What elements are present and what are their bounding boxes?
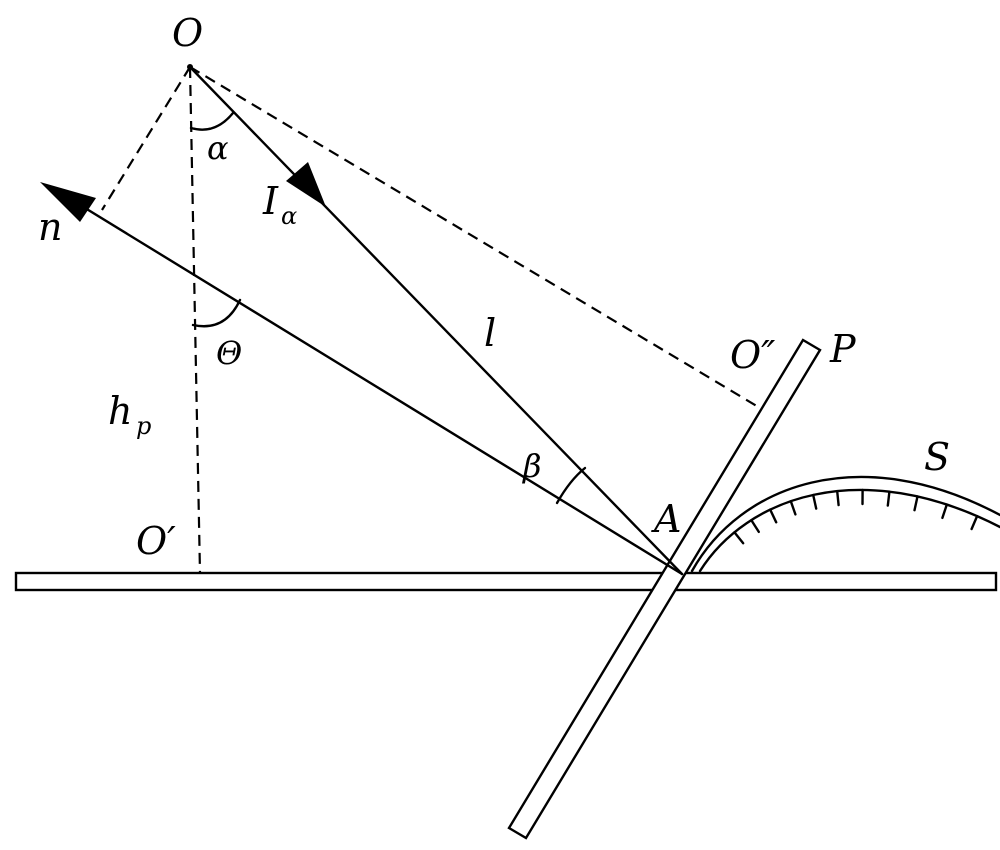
height-dashed-line — [188, 66, 202, 574]
normal-arrowhead — [40, 182, 96, 222]
inclined-plate — [507, 338, 822, 840]
protractor-tick — [750, 518, 760, 534]
distance-label: l — [484, 311, 496, 355]
protractor-tick — [886, 490, 891, 507]
incidence-point-label: A — [651, 497, 681, 541]
protractor-tick — [836, 490, 840, 507]
incident-ray-arrowhead — [286, 162, 326, 207]
protractor-tick — [812, 493, 818, 510]
incident-ray — [188, 65, 684, 576]
angle-theta-label: Θ — [216, 334, 242, 372]
protractor-tick — [769, 508, 778, 524]
plate-projection-dashed-line — [189, 66, 761, 409]
protractor-tick — [970, 514, 979, 531]
protractor-tick — [789, 500, 797, 516]
protractor-outer-arc — [690, 475, 1000, 573]
angle-beta-label: β — [522, 447, 542, 485]
protractor-inner-arc — [698, 488, 1000, 573]
scale-label: S — [924, 435, 950, 479]
protractor-ticks — [733, 488, 979, 545]
height-subscript: p — [136, 412, 151, 440]
plate-label: P — [829, 327, 857, 371]
angle-alpha-arc — [189, 111, 235, 131]
height-label: h — [108, 389, 132, 433]
protractor-tick — [941, 503, 948, 520]
intensity-label: I — [262, 179, 279, 223]
intensity-subscript: α — [281, 202, 297, 230]
protractor-tick — [733, 531, 745, 545]
normal-line — [70, 198, 684, 576]
source-point-label: O — [172, 11, 203, 55]
angle-theta-arc — [191, 298, 242, 328]
angle-alpha-label: α — [207, 129, 229, 167]
ground-plane — [14, 571, 998, 592]
normal-label: n — [38, 205, 62, 249]
foot-point-label: O′ — [136, 519, 176, 563]
plate-foot-label: O″ — [730, 333, 775, 377]
angle-beta-arc — [555, 466, 587, 505]
source-point-dot — [187, 64, 193, 70]
protractor-tick — [913, 495, 919, 512]
normal-projection-dashed-line — [101, 66, 191, 211]
